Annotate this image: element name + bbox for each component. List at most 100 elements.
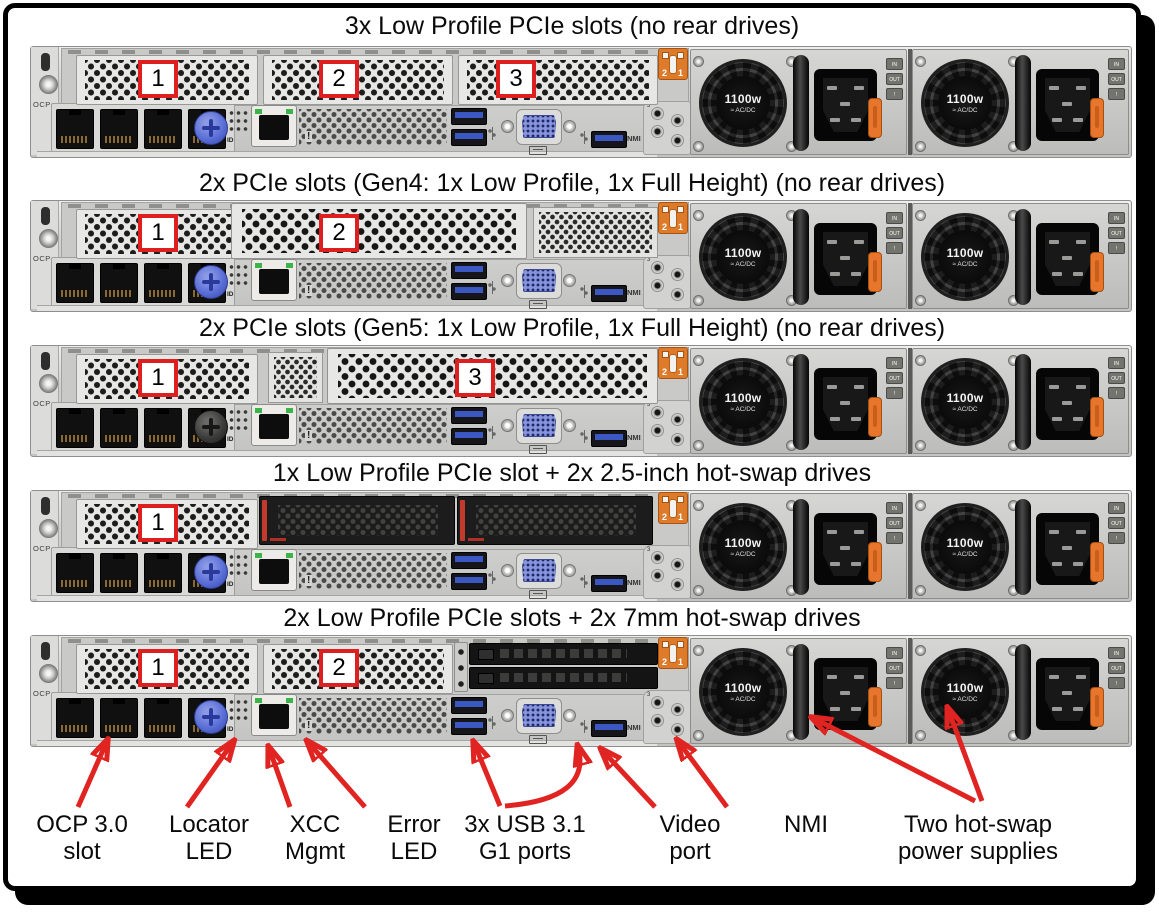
vga-screw-right bbox=[563, 120, 576, 133]
ethernet-port-2 bbox=[100, 553, 138, 593]
link-led-icon bbox=[255, 698, 262, 703]
riser2-label: 2 bbox=[662, 367, 668, 377]
full-height-slot bbox=[231, 203, 527, 259]
callout-line: Two hot-swap bbox=[903, 811, 1053, 838]
psu-wattage-label: 1100w bbox=[724, 246, 762, 260]
psu-fan-hub: 1100w ≈ AC/DC bbox=[716, 520, 770, 574]
hot-swap-drives-7mm bbox=[469, 643, 658, 691]
inlet-pin bbox=[840, 256, 850, 260]
psu-handle bbox=[1015, 209, 1031, 305]
ethernet-port-1 bbox=[56, 263, 94, 303]
inlet-pin bbox=[830, 707, 840, 711]
locator-thumbscrew bbox=[194, 700, 228, 734]
power-supply-2: 1100w ≈ AC/DC IN OUT ! bbox=[912, 493, 1129, 599]
ethernet-port-2 bbox=[100, 109, 138, 149]
callout-line: Error bbox=[387, 811, 441, 838]
psu-wattage-label: 1100w bbox=[946, 391, 984, 405]
psu-screw bbox=[915, 645, 926, 656]
callout-line: Locator bbox=[168, 811, 250, 838]
psu-power-inlet bbox=[1036, 368, 1099, 440]
vent-holes bbox=[299, 698, 447, 734]
chassis-screw bbox=[39, 229, 58, 248]
latch-pill bbox=[669, 499, 677, 518]
activity-led-icon bbox=[286, 408, 293, 413]
callout-line: LED bbox=[185, 838, 233, 865]
display-icon bbox=[529, 735, 547, 744]
inlet-pin bbox=[1073, 707, 1083, 711]
psu-divider bbox=[908, 493, 912, 599]
psu-status-labels: IN OUT ! bbox=[1108, 212, 1125, 257]
pinhole bbox=[651, 279, 664, 292]
psu-release-tab bbox=[868, 687, 882, 727]
psu-screw bbox=[915, 56, 926, 67]
error-led: ! bbox=[305, 430, 313, 441]
ethernet-port-1 bbox=[56, 553, 94, 593]
slot-filler bbox=[533, 207, 658, 258]
usb-icon bbox=[488, 280, 496, 296]
vga-screw-left bbox=[501, 709, 514, 722]
pinhole-label: 3 bbox=[647, 103, 651, 109]
inlet-pin bbox=[1049, 240, 1059, 244]
xcc-mgmt-port bbox=[251, 694, 297, 736]
figure-frame: 3x Low Profile PCIe slots (no rear drive… bbox=[3, 3, 1141, 891]
drive-vents bbox=[476, 505, 636, 536]
psu-in-label: IN bbox=[886, 212, 903, 224]
psu-wattage-label: 1100w bbox=[946, 246, 984, 260]
psu-power-inlet bbox=[814, 513, 877, 585]
psu-acdc-label: ≈ AC/DC bbox=[730, 551, 756, 558]
psu-in-label: IN bbox=[1108, 357, 1125, 369]
inlet-pin bbox=[1062, 401, 1072, 405]
psu-acdc-label: ≈ AC/DC bbox=[730, 406, 756, 413]
usb-icon bbox=[580, 130, 588, 146]
psu-screw bbox=[693, 210, 704, 221]
inlet-pin bbox=[830, 272, 840, 276]
latch-pill bbox=[669, 354, 677, 373]
vga-screw-right bbox=[563, 274, 576, 287]
psu-release-tab bbox=[1090, 397, 1104, 437]
figure-canvas: 3x Low Profile PCIe slots (no rear drive… bbox=[8, 8, 1136, 886]
pinhole bbox=[671, 114, 684, 127]
callout-line: NMI bbox=[784, 811, 828, 838]
activity-led-icon bbox=[286, 553, 293, 558]
inlet-pin bbox=[840, 401, 850, 405]
psu-status-labels: IN OUT ! bbox=[886, 357, 903, 402]
pinhole bbox=[671, 413, 684, 426]
inlet-pin bbox=[827, 675, 837, 679]
ethernet-port-3 bbox=[144, 263, 182, 303]
inlet-pin bbox=[854, 240, 864, 244]
psu-acdc-label: ≈ AC/DC bbox=[952, 551, 978, 558]
pcie-slot-number: 1 bbox=[138, 504, 178, 542]
riser-latch: 2 1 bbox=[658, 202, 688, 234]
psu-screw bbox=[693, 730, 704, 741]
psu-fan-hub: 1100w ≈ AC/DC bbox=[716, 665, 770, 719]
psu-divider bbox=[908, 49, 912, 155]
psu-screw bbox=[693, 56, 704, 67]
psu-power-inlet bbox=[1036, 513, 1099, 585]
callout-line: 3x USB 3.1 bbox=[464, 811, 586, 838]
mount-slot bbox=[41, 497, 50, 515]
video-port bbox=[516, 698, 562, 734]
riser1-label: 1 bbox=[677, 367, 683, 377]
pinhole-label: 3 bbox=[647, 547, 651, 553]
pcie-slot-number: 2 bbox=[319, 214, 359, 252]
pinhole bbox=[671, 433, 684, 446]
usb-icon bbox=[488, 715, 496, 731]
vga-screw-left bbox=[501, 419, 514, 432]
xcc-mgmt-port bbox=[251, 105, 297, 147]
riser-latch: 2 1 bbox=[658, 637, 688, 669]
inlet-pin bbox=[854, 385, 864, 389]
power-supply-1: 1100w ≈ AC/DC IN OUT ! bbox=[690, 49, 907, 155]
ethernet-port-2 bbox=[100, 408, 138, 448]
usb-port-1 bbox=[451, 262, 487, 279]
psu-screw bbox=[915, 730, 926, 741]
psu-alert-label: ! bbox=[1108, 242, 1125, 254]
chassis-screw bbox=[39, 664, 58, 683]
psu-out-label: OUT bbox=[1108, 227, 1125, 239]
nmi-label: NMI bbox=[627, 723, 641, 732]
callout-line: XCC bbox=[289, 811, 341, 838]
pcie-slot-number: 3 bbox=[455, 359, 495, 397]
usb-icon bbox=[580, 574, 588, 590]
usb-icon bbox=[580, 429, 588, 445]
usb-port-1 bbox=[451, 552, 487, 569]
server-rear-view: OCP ID ! NMI 3 bbox=[30, 46, 1132, 158]
